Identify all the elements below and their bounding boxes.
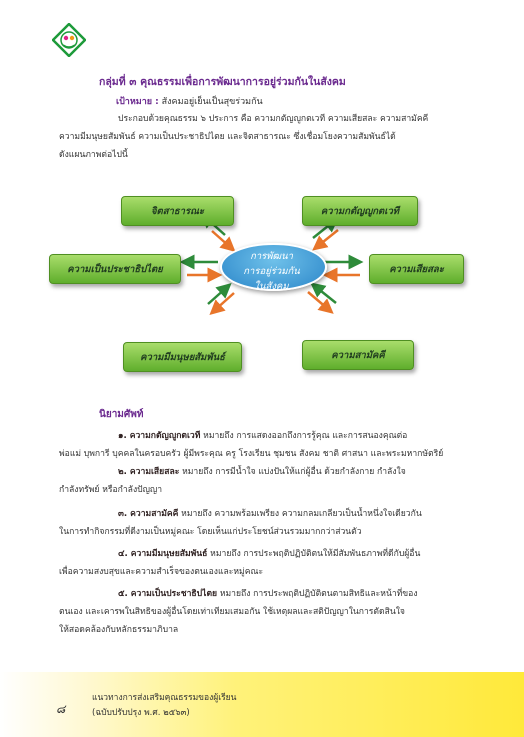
term: ๒. ความเสียสละ xyxy=(118,467,180,477)
definition-text: หมายถึง การประพฤติปฏิบัติตนตามสิทธิและหน… xyxy=(219,589,418,599)
page-number: ๘ xyxy=(56,702,66,716)
intro-line-1: ประกอบด้วยคุณธรรม ๖ ประการ คือ ความกตัญญ… xyxy=(118,114,429,124)
node-democracy: ความเป็นประชาธิปไตย xyxy=(49,254,181,284)
definition-5-cont2: ให้สอดคล้องกับหลักธรรมาภิบาล xyxy=(59,625,179,635)
definition-text: หมายถึง การประพฤติปฏิบัติตนให้มีสัมพันธภ… xyxy=(210,549,421,559)
diagram-center xyxy=(220,243,327,291)
definition-5-cont: ตนเอง และเคารพในสิทธิของผู้อื่นโดยเท่าเท… xyxy=(59,607,405,617)
footer-line-2: (ฉบับปรับปรุง พ.ศ. ๒๕๖๓) xyxy=(92,708,190,718)
arrow-orange xyxy=(211,230,236,252)
diagram-center-text: การพัฒนา การอยู่ร่วมกัน ในสังคม xyxy=(220,249,323,294)
center-line-3: ในสังคม xyxy=(254,281,289,292)
footer-line-1: แนวทางการส่งเสริมคุณธรรมของผู้เรียน xyxy=(92,693,237,703)
term: ๓. ความสามัคคี xyxy=(118,509,179,519)
definition-4-cont: เพื่อความสงบสุขและความสำเร็จของตนเองและห… xyxy=(59,567,264,577)
term: ๑. ความกตัญญูกตเวที xyxy=(118,431,201,441)
definition-2-cont: กำลังทรัพย์ หรือกำลังปัญญา xyxy=(59,485,163,495)
node-sacrifice: ความเสียสละ xyxy=(369,254,464,284)
node-unity: ความสามัคคี xyxy=(302,340,414,370)
definition-2: ๒. ความเสียสละ หมายถึง การมีน้ำใจ แบ่งปั… xyxy=(118,463,406,481)
definition-1: ๑. ความกตัญญูกตเวที หมายถึง การแสดงออกถึ… xyxy=(118,427,407,445)
arrow-green xyxy=(310,282,337,304)
definitions-title: นิยามศัพท์ xyxy=(99,409,144,420)
arrow-green xyxy=(207,283,232,305)
goal-text: สังคมอยู่เย็นเป็นสุขร่วมกัน xyxy=(161,97,263,107)
intro-line-2: ความมีมนุษยสัมพันธ์ ความเป็นประชาธิปไตย … xyxy=(59,132,396,142)
definition-text: หมายถึง การมีน้ำใจ แบ่งปันให้แก่ผู้อื่น … xyxy=(182,467,406,477)
diagram-arrows xyxy=(179,212,364,316)
section-title: กลุ่มที่ ๓ คุณธรรมเพื่อการพัฒนาการอยู่ร่… xyxy=(99,76,346,88)
definition-4: ๔. ความมีมนุษยสัมพันธ์ หมายถึง การประพฤต… xyxy=(118,545,420,563)
node-gratitude: ความกตัญญูกตเวที xyxy=(302,196,418,226)
center-line-2: การอยู่ร่วมกัน xyxy=(243,266,300,277)
goal-label: เป้าหมาย : xyxy=(116,97,159,107)
node-human-relations: ความมีมนุษยสัมพันธ์ xyxy=(123,342,242,372)
center-line-1: การพัฒนา xyxy=(250,251,293,262)
node-public-mind: จิตสาธารณะ xyxy=(121,196,234,226)
definition-1-cont: พ่อแม่ บุพการี บุคคลในครอบครัว ผู้มีพระค… xyxy=(59,449,444,459)
term: ๔. ความมีมนุษยสัมพันธ์ xyxy=(118,549,208,559)
goal-line: เป้าหมาย : สังคมอยู่เย็นเป็นสุขร่วมกัน xyxy=(116,94,263,108)
definition-text: หมายถึง ความพร้อมเพรียง ความกลมเกลียวเป็… xyxy=(181,509,422,519)
arrow-orange xyxy=(312,229,339,251)
intro-line-3: ดังแผนภาพต่อไปนี้ xyxy=(59,150,128,160)
definition-text: หมายถึง การแสดงออกถึงการรู้คุณ และการสนอ… xyxy=(203,431,408,441)
definition-3: ๓. ความสามัคคี หมายถึง ความพร้อมเพรียง ค… xyxy=(118,505,422,523)
term: ๕. ความเป็นประชาธิปไตย xyxy=(118,589,218,599)
definition-5: ๕. ความเป็นประชาธิปไตย หมายถึง การประพฤต… xyxy=(118,585,418,603)
school-emblem-icon xyxy=(52,23,86,57)
footer-band xyxy=(0,672,524,737)
definition-3-cont: ในการทำกิจกรรมที่ดีงามเป็นหมู่คณะ โดยเห็… xyxy=(59,527,362,537)
